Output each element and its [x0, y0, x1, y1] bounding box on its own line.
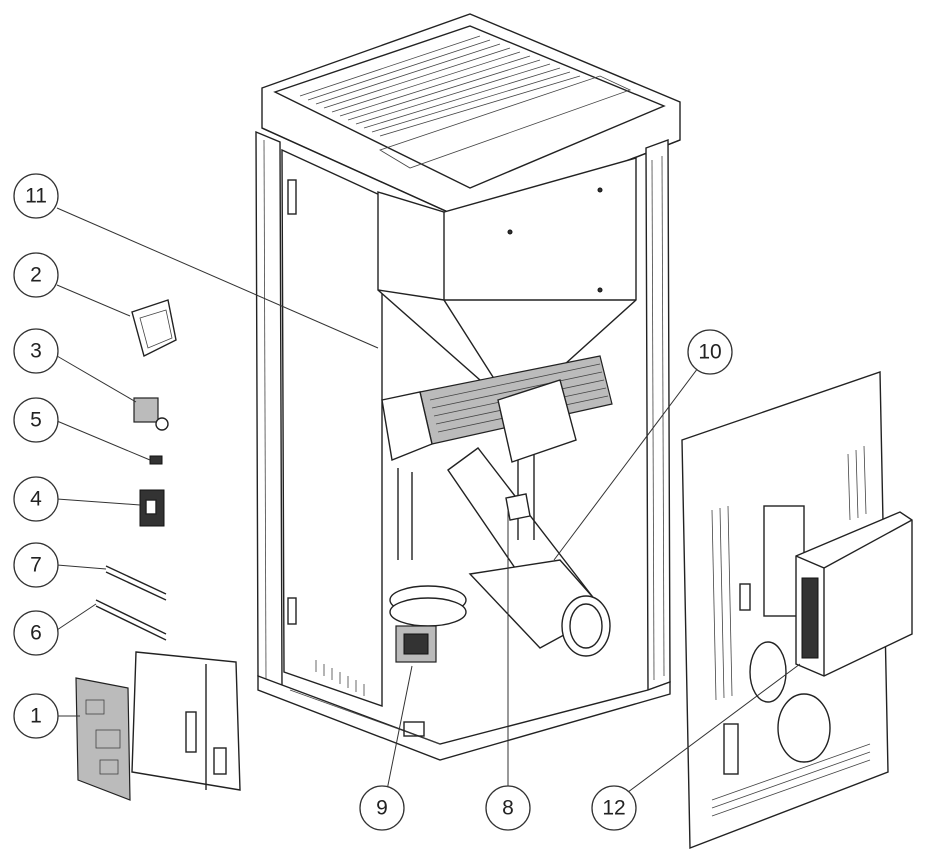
leader-6 — [56, 603, 97, 631]
leader-10 — [553, 351, 711, 561]
leader-7 — [56, 564, 107, 570]
callout-9: 9 — [359, 785, 405, 831]
part-fuse-holder — [149, 455, 163, 465]
rear-panel — [681, 371, 913, 850]
side-vents — [315, 660, 365, 696]
leader-12 — [619, 663, 801, 799]
stove-cabinet — [255, 13, 681, 761]
callout-2: 2 — [13, 252, 59, 298]
callout-4: 4 — [13, 476, 59, 522]
stove-base — [257, 674, 671, 761]
leader-11 — [56, 207, 379, 349]
leader-9 — [385, 665, 413, 796]
callout-3: 3 — [13, 328, 59, 374]
svg-text:5: 5 — [30, 409, 42, 432]
svg-text:4: 4 — [30, 488, 42, 511]
part-power-switch — [139, 489, 165, 527]
svg-text:10: 10 — [698, 341, 721, 364]
part-pressure-switch — [131, 299, 177, 358]
part-thermostat — [133, 397, 169, 431]
auger-tube — [447, 447, 611, 657]
callout-10: 10 — [687, 329, 733, 375]
leader-3 — [56, 355, 137, 403]
svg-text:2: 2 — [30, 264, 42, 287]
svg-text:7: 7 — [30, 554, 42, 577]
left-side-panel — [281, 148, 383, 707]
callout-8: 8 — [485, 785, 531, 831]
svg-text:6: 6 — [30, 622, 42, 645]
control-box — [795, 511, 913, 677]
part-control-board — [75, 677, 131, 801]
svg-text:3: 3 — [30, 340, 42, 363]
leader-lines — [56, 207, 801, 799]
callout-12: 12 — [591, 785, 637, 831]
leader-5 — [56, 420, 151, 461]
leader-4 — [56, 498, 141, 506]
svg-text:11: 11 — [25, 185, 47, 208]
svg-text:8: 8 — [502, 797, 514, 820]
gear-motor — [389, 585, 467, 663]
right-rear-pillar — [645, 139, 671, 691]
part-board-cover — [131, 651, 241, 791]
callout-11: 11 — [13, 173, 59, 219]
left-front-pillar — [255, 130, 283, 690]
part-probe-7 — [105, 565, 167, 601]
svg-text:9: 9 — [376, 797, 388, 820]
top-grille — [299, 35, 581, 137]
svg-text:1: 1 — [30, 705, 42, 728]
leader-2 — [56, 284, 131, 317]
rear-panel-vents — [711, 445, 871, 817]
callout-7: 7 — [13, 542, 59, 588]
callout-5: 5 — [13, 397, 59, 443]
svg-text:12: 12 — [602, 797, 625, 820]
callout-6: 6 — [13, 610, 59, 656]
callout-1: 1 — [13, 693, 59, 739]
part-probe-6 — [95, 599, 167, 641]
